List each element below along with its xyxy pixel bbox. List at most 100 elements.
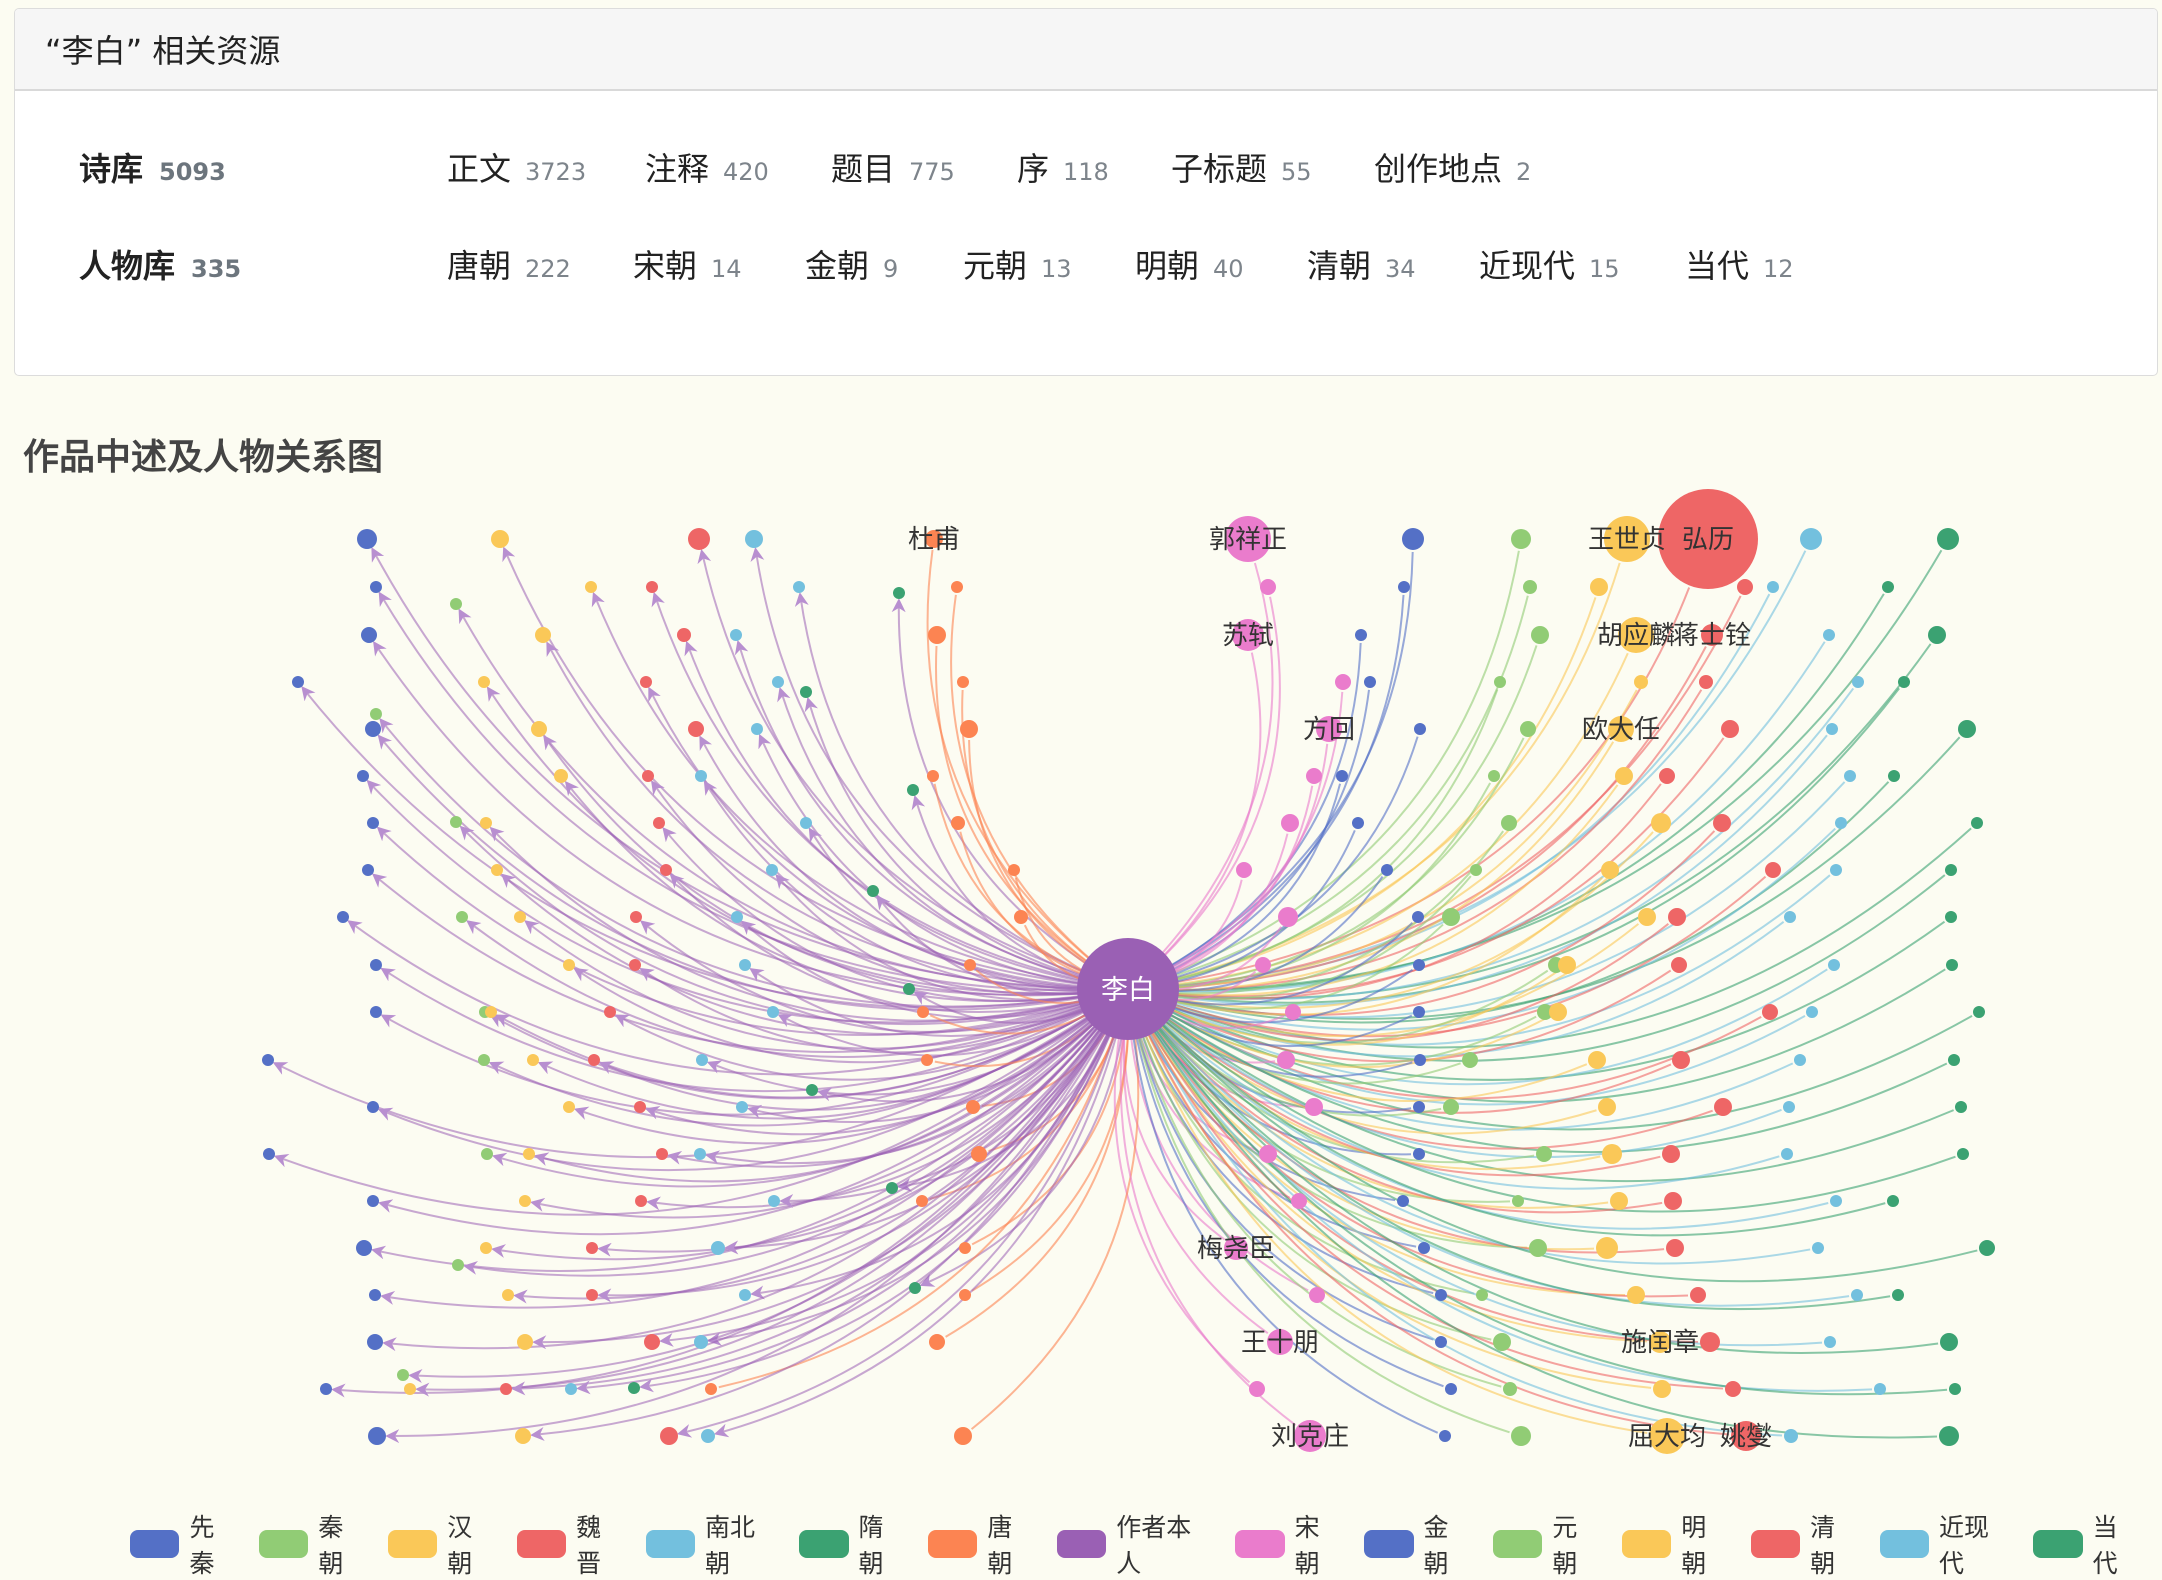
- graph-node[interactable]: [751, 723, 763, 735]
- graph-node[interactable]: [491, 864, 503, 876]
- graph-node[interactable]: [263, 1148, 275, 1160]
- graph-node[interactable]: [907, 784, 919, 796]
- graph-node[interactable]: [1700, 1332, 1720, 1352]
- graph-node[interactable]: [535, 627, 551, 643]
- graph-node[interactable]: [1494, 676, 1506, 688]
- graph-node[interactable]: [1940, 1333, 1958, 1351]
- resource-name[interactable]: 正文: [447, 150, 512, 188]
- graph-node[interactable]: [367, 1334, 383, 1350]
- graph-node[interactable]: [929, 1334, 945, 1350]
- graph-node[interactable]: [1979, 1240, 1995, 1256]
- resource-name[interactable]: 金朝: [805, 247, 870, 285]
- graph-node[interactable]: [688, 721, 704, 737]
- graph-node[interactable]: [653, 817, 665, 829]
- graph-node[interactable]: [903, 983, 915, 995]
- graph-node[interactable]: [1588, 1051, 1606, 1069]
- graph-node[interactable]: [1232, 619, 1264, 651]
- resource-name[interactable]: 子标题: [1171, 150, 1268, 188]
- graph-node[interactable]: [361, 627, 377, 643]
- relationship-graph[interactable]: 杜甫郭祥正王世贞弘历苏轼胡应麟蒋士铨方回欧大任梅尧臣王十朋施闰章刘克庄屈大均姚燮…: [0, 480, 2162, 1490]
- graph-node[interactable]: [369, 1289, 381, 1301]
- graph-node[interactable]: [1413, 1101, 1425, 1113]
- graph-node[interactable]: [964, 959, 976, 971]
- graph-node[interactable]: [365, 721, 381, 737]
- graph-node[interactable]: [959, 1242, 971, 1254]
- author-node[interactable]: [1077, 938, 1179, 1040]
- graph-node[interactable]: [1948, 1054, 1960, 1066]
- graph-node[interactable]: [1413, 959, 1425, 971]
- graph-node[interactable]: [1714, 1098, 1732, 1116]
- graph-node[interactable]: [1945, 911, 1957, 923]
- graph-node[interactable]: [604, 1006, 616, 1018]
- graph-node[interactable]: [1413, 1006, 1425, 1018]
- graph-node[interactable]: [1501, 815, 1517, 831]
- graph-node[interactable]: [1267, 1329, 1293, 1355]
- graph-node[interactable]: [1316, 716, 1342, 742]
- graph-node[interactable]: [1225, 516, 1271, 562]
- graph-node[interactable]: [1800, 528, 1822, 550]
- graph-node[interactable]: [362, 864, 374, 876]
- graph-node[interactable]: [951, 581, 963, 593]
- graph-node[interactable]: [1309, 1287, 1325, 1303]
- graph-node[interactable]: [767, 1006, 779, 1018]
- graph-node[interactable]: [1690, 1287, 1706, 1303]
- graph-node[interactable]: [1435, 1336, 1447, 1348]
- graph-node[interactable]: [367, 1101, 379, 1113]
- graph-node[interactable]: [696, 1054, 708, 1066]
- graph-node[interactable]: [485, 1006, 497, 1018]
- graph-node[interactable]: [1653, 1380, 1671, 1398]
- graph-node[interactable]: [1493, 1333, 1511, 1351]
- graph-node[interactable]: [1945, 864, 1957, 876]
- graph-node[interactable]: [731, 911, 743, 923]
- graph-node[interactable]: [1627, 1286, 1645, 1304]
- graph-node[interactable]: [642, 770, 654, 782]
- graph-node[interactable]: [1397, 1195, 1409, 1207]
- graph-node[interactable]: [1277, 1051, 1295, 1069]
- graph-node[interactable]: [367, 1195, 379, 1207]
- graph-node[interactable]: [644, 1334, 660, 1350]
- graph-node[interactable]: [1418, 1242, 1430, 1254]
- graph-node[interactable]: [554, 769, 568, 783]
- graph-node[interactable]: [635, 1195, 647, 1207]
- graph-node[interactable]: [1651, 813, 1671, 833]
- legend-item[interactable]: 近现代: [1879, 1508, 2014, 1580]
- graph-node[interactable]: [1830, 864, 1842, 876]
- graph-node[interactable]: [1794, 1054, 1806, 1066]
- graph-node[interactable]: [1531, 626, 1549, 644]
- graph-node[interactable]: [694, 1335, 708, 1349]
- graph-node[interactable]: [1874, 1383, 1886, 1395]
- graph-node[interactable]: [356, 1240, 372, 1256]
- graph-node[interactable]: [768, 1195, 780, 1207]
- graph-node[interactable]: [586, 1289, 598, 1301]
- graph-node[interactable]: [701, 1429, 715, 1443]
- graph-node[interactable]: [1618, 617, 1654, 653]
- graph-node[interactable]: [1781, 1148, 1793, 1160]
- graph-node[interactable]: [1470, 864, 1482, 876]
- graph-node[interactable]: [523, 1148, 535, 1160]
- resource-name[interactable]: 题目: [831, 150, 896, 188]
- graph-node[interactable]: [1008, 864, 1020, 876]
- graph-node[interactable]: [660, 864, 672, 876]
- graph-node[interactable]: [971, 1146, 987, 1162]
- graph-node[interactable]: [1520, 721, 1536, 737]
- graph-node[interactable]: [357, 770, 369, 782]
- graph-node[interactable]: [1731, 1421, 1761, 1451]
- graph-node[interactable]: [370, 959, 382, 971]
- graph-node[interactable]: [711, 1241, 725, 1255]
- graph-node[interactable]: [1830, 1195, 1842, 1207]
- graph-node[interactable]: [500, 1383, 512, 1395]
- graph-node[interactable]: [1536, 1146, 1552, 1162]
- graph-node[interactable]: [1381, 864, 1393, 876]
- graph-node[interactable]: [1596, 1237, 1618, 1259]
- graph-node[interactable]: [367, 817, 379, 829]
- graph-node[interactable]: [452, 1259, 464, 1271]
- graph-node[interactable]: [1255, 957, 1271, 973]
- graph-node[interactable]: [1898, 676, 1910, 688]
- graph-node[interactable]: [1291, 1193, 1307, 1209]
- graph-node[interactable]: [1649, 1331, 1671, 1353]
- graph-node[interactable]: [1844, 770, 1856, 782]
- graph-node[interactable]: [927, 770, 939, 782]
